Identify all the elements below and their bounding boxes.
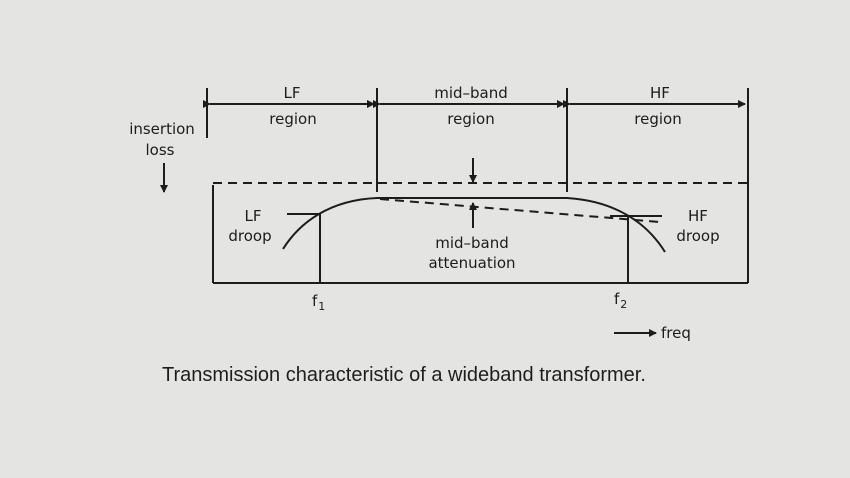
attenuation-label-1: mid–band [435,234,509,252]
lf-region-label-2: region [269,110,316,128]
lf-droop-label-2: droop [228,227,271,245]
hf-droop-label-1: HF [688,207,708,225]
y-axis-label-2: loss [146,141,175,159]
mid-region-label-2: region [447,110,494,128]
figure-caption: Transmission characteristic of a wideban… [162,364,646,386]
lf-region-label-1: LF [284,84,301,102]
mid-region-label-1: mid–band [434,84,508,102]
attenuation-label-2: attenuation [428,254,515,272]
midband-slope-dashed [379,198,661,223]
y-axis-label-1: insertion [129,120,195,138]
hf-region-label-1: HF [650,84,670,102]
lf-droop-label-1: LF [245,207,262,225]
hf-region-label-2: region [634,110,681,128]
f1-label: f1 [312,292,325,313]
response-curve [282,197,666,253]
f2-label: f2 [614,290,627,311]
hf-droop-label-2: droop [676,227,719,245]
freq-label: freq [661,324,691,342]
